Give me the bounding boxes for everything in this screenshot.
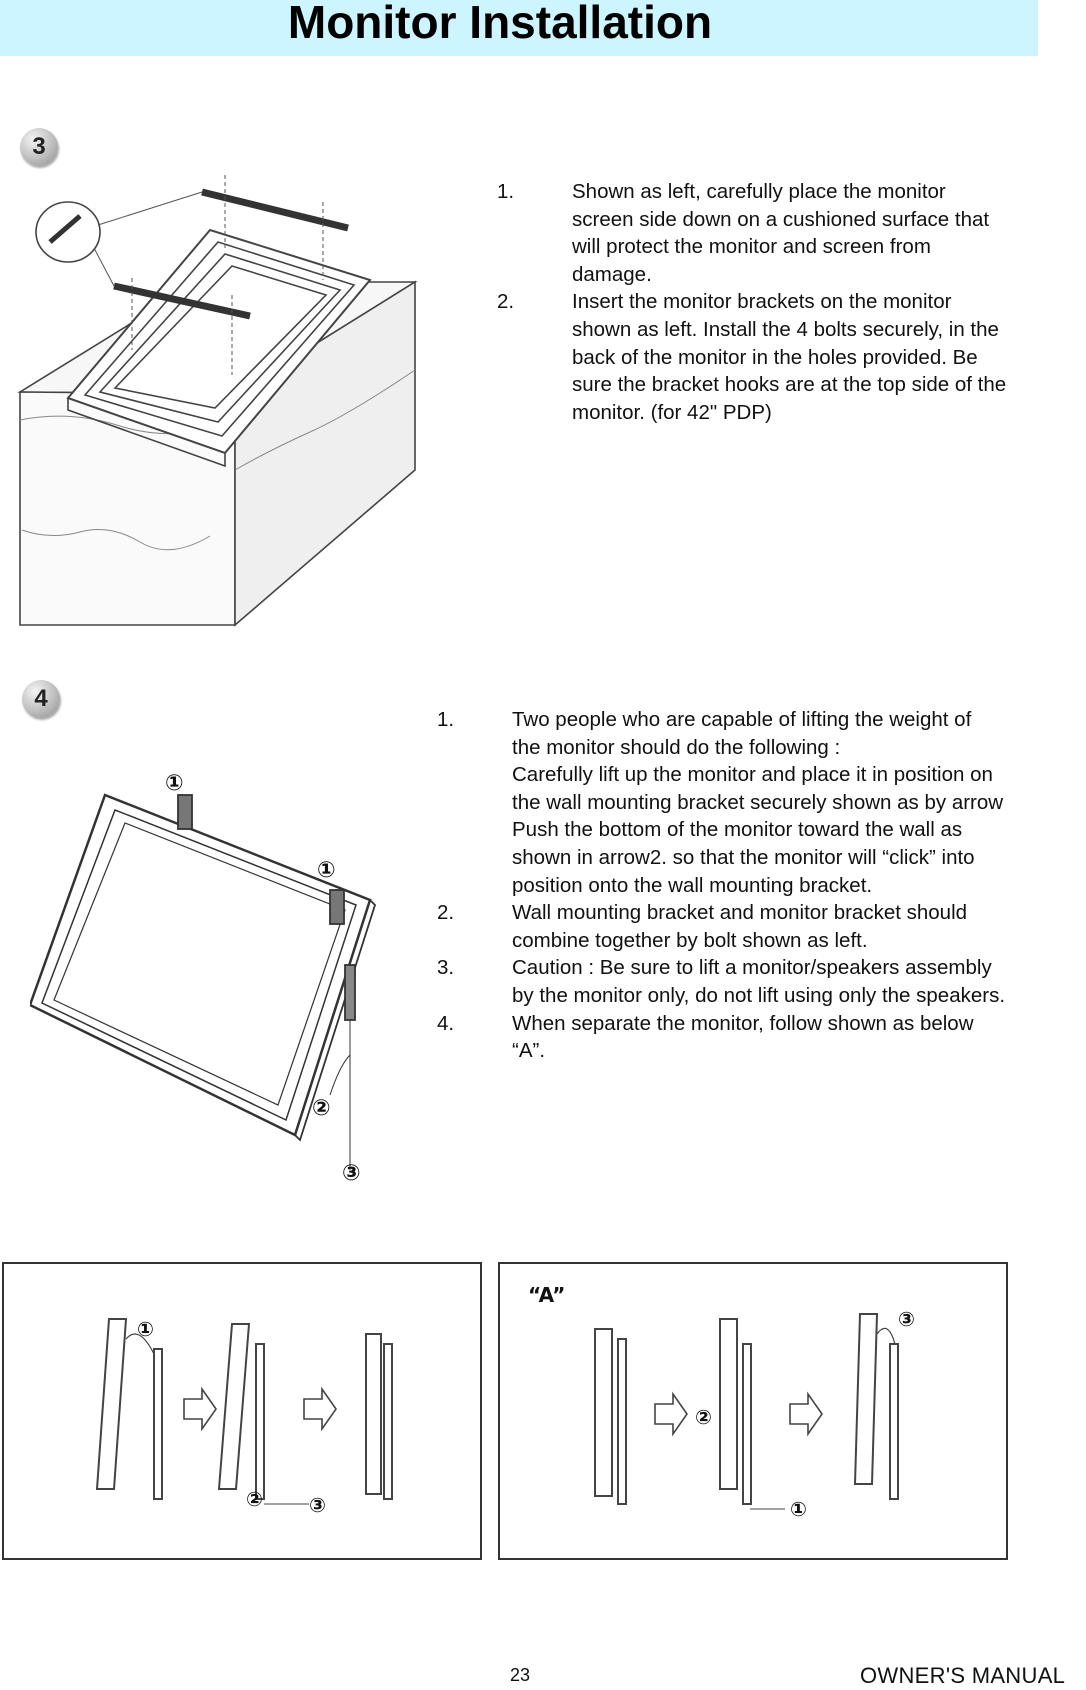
step-4-instructions: 1. Two people who are capable of lifting… — [437, 706, 1077, 1065]
step-4-item-line: Wall mounting bracket and monitor bracke… — [512, 901, 968, 925]
step-4-item-line: “A”. — [512, 1039, 546, 1063]
panel-right-callout-2: ② — [695, 1405, 712, 1429]
step-4-item-number: 1. — [437, 708, 455, 731]
panel-left-callout-3: ③ — [309, 1493, 326, 1517]
step-3-item-line: damage. — [572, 262, 652, 286]
step-3-item-line: screen side down on a cushioned surface … — [572, 207, 990, 231]
step-3-item-line: shown as left. Install the 4 bolts secur… — [572, 317, 999, 341]
step-4-item-line: Two people who are capable of lifting th… — [512, 708, 972, 731]
panel-right-callout-1: ① — [790, 1497, 807, 1521]
step-4-callout-3: ③ — [342, 1161, 361, 1185]
step-3-item-number: 2. — [497, 290, 515, 314]
step-4-item-line: position onto the wall mounting bracket. — [512, 873, 873, 897]
step-4-badge: 4 — [22, 680, 60, 718]
step-4-item-line: the monitor should do the following : — [512, 735, 841, 759]
step-3-badge: 3 — [20, 128, 58, 166]
step-4-illustration: ① ① ② ③ — [30, 765, 390, 1185]
step-4-item: 4. When separate the monitor, follow sho… — [437, 1010, 1077, 1065]
step-4-item-line: When separate the monitor, follow shown … — [512, 1011, 974, 1035]
step-4-item: 3. Caution : Be sure to lift a monitor/s… — [437, 954, 1077, 1009]
step-4-callout-1: ① — [165, 771, 184, 796]
step-3-item-line: Insert the monitor brackets on the monit… — [572, 290, 952, 314]
page-number: 23 — [510, 1665, 531, 1685]
step-4-callout-1b: ① — [317, 858, 336, 883]
step-4-item: 2. Wall mounting bracket and monitor bra… — [437, 899, 1077, 954]
step-4-item-line: Carefully lift up the monitor and place … — [512, 763, 993, 787]
step-4-item-number: 2. — [437, 901, 455, 925]
step-3-item: 2. Insert the monitor brackets on the mo… — [497, 288, 1077, 426]
panel-left-callout-1: ① — [137, 1317, 154, 1341]
step-4-item: 1. Two people who are capable of lifting… — [437, 706, 1077, 899]
attach-sequence-panel: ① ② ③ — [2, 1262, 482, 1560]
step-4-callout-2: ② — [312, 1096, 331, 1121]
step-4-item-line: by the monitor only, do not lift using o… — [512, 983, 1006, 1007]
step-4-item-line: Caution : Be sure to lift a monitor/spea… — [512, 956, 992, 980]
panel-a-label: “A” — [528, 1283, 565, 1307]
step-3-instructions: 1. Shown as left, carefully place the mo… — [497, 178, 1077, 426]
step-3-item-line: will protect the monitor and screen from — [572, 235, 931, 259]
separate-sequence-panel-a: “A” ③ ② ① — [498, 1262, 1008, 1560]
step-4-item-number: 4. — [437, 1011, 455, 1035]
manual-label: OWNER'S MANUAL — [860, 1663, 1066, 1688]
step-4-item-line: shown in arrow2. so that the monitor wil… — [512, 845, 975, 869]
step-3-item-line: monitor. (for 42" PDP) — [572, 400, 772, 424]
step-4-item-number: 3. — [437, 956, 455, 980]
step-3-item-line: back of the monitor in the holes provide… — [572, 345, 978, 369]
step-4-item-line: combine together by bolt shown as left. — [512, 928, 868, 952]
step-3-illustration — [10, 170, 430, 630]
step-3-item-number: 1. — [497, 180, 515, 203]
step-3-item-line: Shown as left, carefully place the monit… — [572, 180, 946, 203]
step-4-item-line: Push the bottom of the monitor toward th… — [512, 818, 963, 842]
step-4-item-line: the wall mounting bracket securely shown… — [512, 790, 1004, 814]
step-3-item-line: sure the bracket hooks are at the top si… — [572, 373, 1007, 397]
page-title: Monitor Installation — [287, 0, 713, 48]
panel-right-callout-3: ③ — [898, 1307, 915, 1331]
step-3-item: 1. Shown as left, carefully place the mo… — [497, 178, 1077, 288]
panel-left-callout-2: ② — [246, 1487, 263, 1511]
title-banner — [0, 0, 1038, 56]
